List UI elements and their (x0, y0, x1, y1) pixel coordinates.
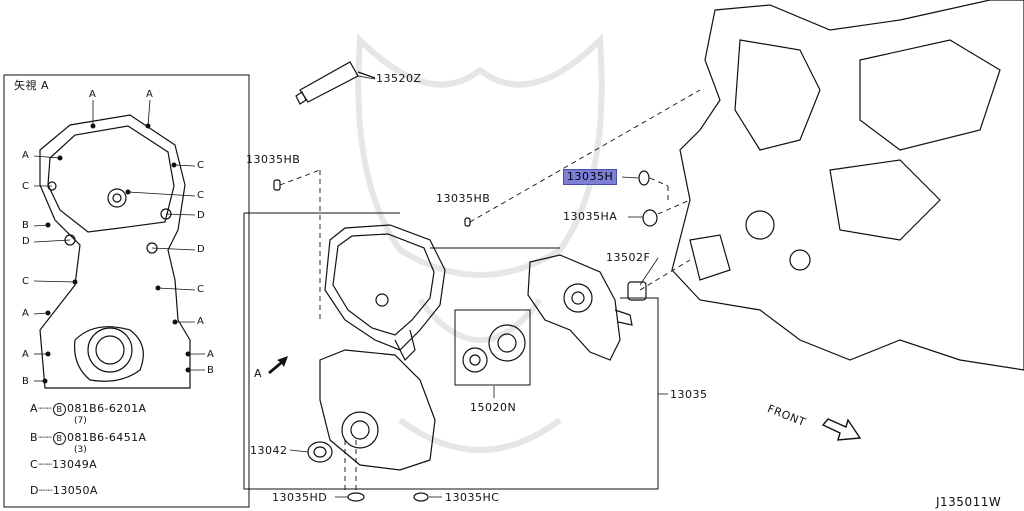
solid-leaders (289, 75, 668, 498)
legend-key: D (30, 484, 39, 497)
view-arrow-label: A (254, 367, 263, 380)
marker-c: C (22, 181, 29, 192)
callout-13035ha[interactable]: 13035HA (563, 210, 618, 223)
callout-13502f[interactable]: 13502F (606, 251, 651, 264)
marker-c: C (197, 160, 204, 171)
marker-b: B (22, 376, 29, 387)
bolt-symbol-icon: B (52, 403, 66, 416)
legend-row-d: D┈┈13050A (30, 484, 98, 497)
callout-13035hc[interactable]: 13035HC (445, 491, 500, 504)
callout-13035h-highlighted[interactable]: 13035H (563, 169, 618, 185)
callout-15020n[interactable]: 15020N (470, 401, 517, 414)
callout-13520z[interactable]: 13520Z (376, 72, 422, 85)
marker-c: C (197, 190, 204, 201)
marker-d: D (197, 210, 205, 221)
watermark-logo (355, 33, 605, 453)
legend-qty: (3) (74, 445, 87, 455)
callout-13035[interactable]: 13035 (670, 388, 708, 401)
legend-key: A (30, 402, 38, 415)
engine-block (671, 0, 1024, 371)
front-cover-part (319, 224, 446, 471)
marker-c: C (197, 284, 204, 295)
dashed-leaders (279, 89, 701, 490)
legend-part: 13049A (52, 458, 98, 471)
legend-qty: (7) (74, 416, 87, 426)
marker-a: A (207, 349, 214, 360)
marker-a: A (22, 349, 29, 360)
callout-13042[interactable]: 13042 (250, 444, 288, 457)
marker-leaders (33, 99, 205, 382)
marker-d: D (197, 244, 205, 255)
marker-a: A (22, 150, 29, 161)
marker-a: A (22, 308, 29, 319)
callout-13035hd[interactable]: 13035HD (272, 491, 328, 504)
figure-code: J135011W (936, 495, 1002, 509)
gear-set-part (462, 324, 526, 373)
front-arrow (821, 418, 862, 441)
callout-13035hb[interactable]: 13035HB (436, 192, 491, 205)
marker-d: D (22, 236, 30, 247)
legend-part: 081B6-6451A (67, 431, 147, 444)
legend-part: 081B6-6201A (66, 402, 147, 415)
marker-c: C (22, 276, 29, 287)
view-arrow (268, 356, 288, 374)
callout-13035hb[interactable]: 13035HB (246, 153, 301, 166)
legend-key: B (30, 431, 38, 444)
front-cover-view-outline (39, 114, 191, 389)
view-panel-frame (3, 74, 250, 508)
marker-a: A (197, 316, 204, 327)
marker-a: A (146, 89, 153, 100)
view-panel-title: 矢視 A (14, 79, 50, 92)
marker-b: B (22, 220, 29, 231)
marker-a: A (89, 89, 96, 100)
legend-row-c: C┈┈13049A (30, 458, 98, 471)
gear-set-box (454, 309, 531, 386)
legend-part: 13050A (52, 484, 98, 497)
marker-b: B (207, 365, 214, 376)
legend-key: C (30, 458, 39, 471)
sealant-tube (295, 61, 376, 105)
oil-pump-part (527, 254, 633, 361)
bolt-symbol-icon: B (53, 432, 66, 445)
